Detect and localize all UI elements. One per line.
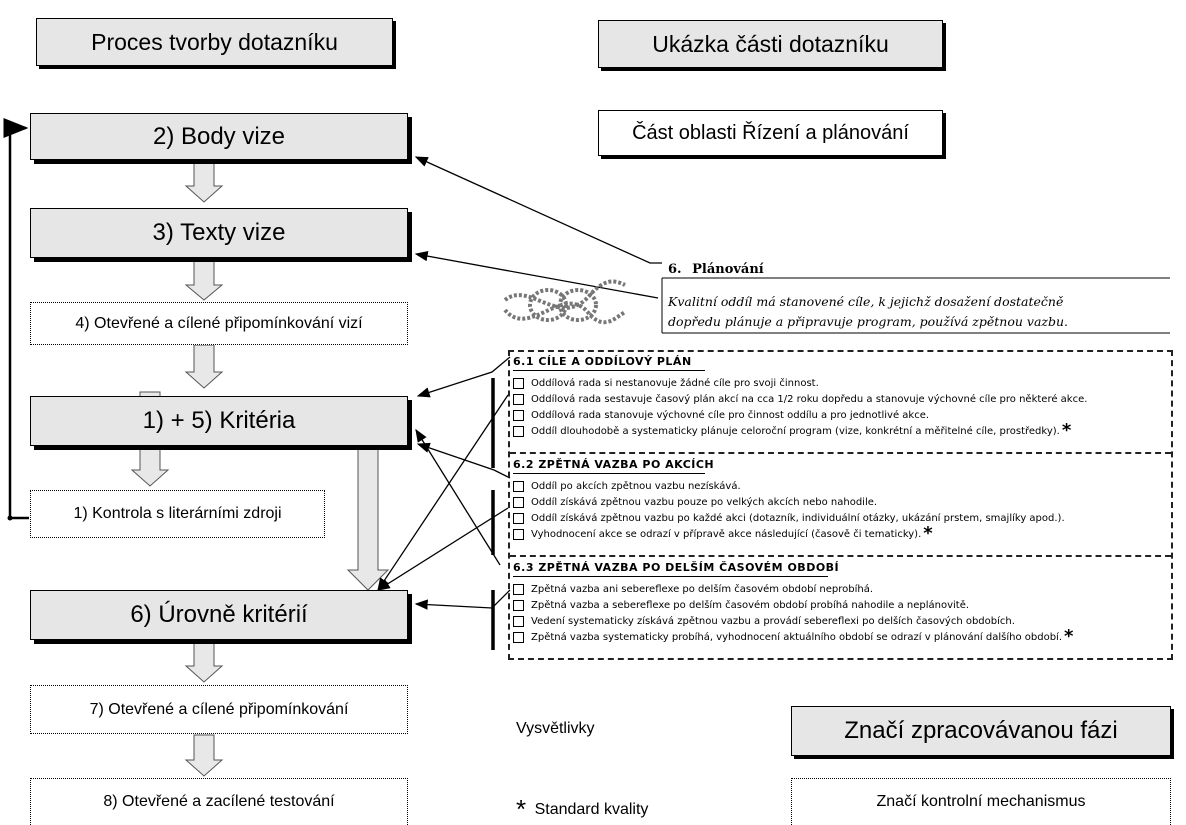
- section-intro: Kvalitní oddíl má stanovené cíle, k jeji…: [668, 292, 1068, 332]
- checkbox[interactable]: [513, 631, 524, 643]
- divider: [510, 555, 1171, 557]
- stage-texty-vize: 3) Texty vize: [30, 208, 408, 258]
- legend-star: * Standard kvality: [516, 790, 649, 824]
- checkbox-item[interactable]: Oddílová rada sestavuje časový plán akcí…: [513, 391, 1163, 407]
- left-header: Proces tvorby dotazníku: [36, 18, 393, 66]
- checkbox-item[interactable]: Oddíl dlouhodobě a systematicky plánuje …: [513, 420, 1163, 441]
- feedback-loop: [3, 118, 29, 521]
- quality-star-icon: *: [516, 794, 527, 824]
- stage-body-vize: 2) Body vize: [30, 113, 408, 160]
- cross-c: [415, 428, 501, 566]
- intro-line-1: Kvalitní oddíl má stanovené cíle, k jeji…: [668, 294, 1064, 309]
- block-arrow-1: [184, 159, 224, 203]
- cross-b: [376, 507, 509, 591]
- stage-urovne: 6) Úrovně kritérií: [30, 590, 408, 640]
- subsection-6-3: 6.3 ZPĚTNÁ VAZBA PO DELŠÍM ČASOVÉM OBDOB…: [513, 561, 1163, 647]
- checkbox[interactable]: [513, 480, 524, 492]
- divider: [510, 452, 1171, 454]
- block-arrow-6: [184, 639, 224, 683]
- knot-icon: [503, 279, 627, 325]
- checkbox-item[interactable]: Zpětná vazba ani sebereflexe po delším č…: [513, 581, 1163, 597]
- intro-line-2: dopředu plánuje a připravuje program, po…: [668, 314, 1069, 329]
- checkbox-item[interactable]: Oddíl získává zpětnou vazbu po každé akc…: [513, 510, 1163, 526]
- checkbox-item[interactable]: Vedení systematicky získává zpětnou vazb…: [513, 613, 1163, 629]
- checkbox[interactable]: [513, 583, 524, 595]
- stage-testovani: 8) Otevřené a zacílené testování: [30, 778, 408, 825]
- stage-pripominkovani-vizi: 4) Otevřené a cílené připomínkování vizí: [30, 302, 408, 345]
- pointer-body-vize: [414, 156, 662, 264]
- checkbox[interactable]: [513, 512, 524, 524]
- pointer-urovne: [414, 589, 511, 610]
- item-text: Vedení systematicky získává zpětnou vazb…: [531, 615, 1015, 627]
- checkbox-item[interactable]: Zpětná vazba a sebereflexe po delším čas…: [513, 597, 1163, 613]
- stage-pripominkovani: 7) Otevřené a cílené připomínkování: [30, 685, 408, 734]
- checkbox-item[interactable]: Vyhodnocení akce se odrazí v přípravě ak…: [513, 523, 1163, 544]
- block-arrow-3: [184, 344, 224, 389]
- block-arrow-7: [184, 734, 224, 777]
- subsection-6-1: 6.1 CÍLE A ODDÍLOVÝ PLÁN Oddílová rada s…: [513, 355, 1163, 441]
- checkbox[interactable]: [513, 377, 524, 389]
- questionnaire-frame: [508, 350, 1173, 660]
- section-title: Plánování: [692, 262, 764, 277]
- checkbox-item[interactable]: Oddílová rada stanovuje výchovné cíle pr…: [513, 407, 1163, 423]
- quality-star-icon: *: [1064, 626, 1074, 647]
- checkbox-item[interactable]: Oddíl získává zpětnou vazbu pouze po vel…: [513, 494, 1163, 510]
- item-text: Zpětná vazba systematicky probíhá, vyhod…: [531, 631, 1063, 643]
- checkbox[interactable]: [513, 409, 524, 421]
- item-text: Vyhodnocení akce se odrazí v přípravě ak…: [531, 528, 922, 540]
- item-text: Oddílová rada sestavuje časový plán akcí…: [531, 393, 1088, 405]
- pointer-kriteria: [416, 356, 511, 398]
- area-label: Část oblasti Řízení a plánování: [598, 110, 943, 156]
- checkbox[interactable]: [513, 496, 524, 508]
- pointer-texty-vize: [414, 250, 659, 299]
- checkbox-item[interactable]: Oddíl po akcích zpětnou vazbu nezískává.: [513, 478, 1163, 494]
- legend-title: Vysvětlivky: [516, 720, 595, 737]
- checkbox[interactable]: [513, 393, 524, 405]
- checkbox[interactable]: [513, 528, 524, 540]
- stage-kriteria: 1) + 5) Kritéria: [30, 396, 408, 446]
- item-text: Zpětná vazba a sebereflexe po delším čas…: [531, 599, 970, 611]
- item-text: Zpětná vazba ani sebereflexe po delším č…: [531, 583, 874, 595]
- legend-star-label: Standard kvality: [534, 801, 649, 818]
- checkbox-item[interactable]: Oddílová rada si nestanovuje žádné cíle …: [513, 375, 1163, 391]
- subsection-title: 6.1 CÍLE A ODDÍLOVÝ PLÁN: [513, 355, 705, 371]
- right-header: Ukázka části dotazníku: [598, 20, 943, 68]
- quality-star-icon: *: [1061, 420, 1072, 441]
- legend-processing: Značí zpracovávanou fázi: [791, 706, 1171, 756]
- item-text: Oddílová rada stanovuje výchovné cíle pr…: [531, 409, 930, 421]
- checkbox[interactable]: [513, 599, 524, 611]
- quality-star-icon: *: [923, 523, 933, 544]
- item-text: Oddíl získává zpětnou vazbu po každé akc…: [531, 512, 1065, 524]
- item-text: Oddílová rada si nestanovuje žádné cíle …: [531, 377, 819, 389]
- item-text: Oddíl získává zpětnou vazbu pouze po vel…: [531, 496, 878, 508]
- subsection-6-2: 6.2 ZPĚTNÁ VAZBA PO AKCÍCH Oddíl po akcí…: [513, 458, 1163, 544]
- section-number: 6.: [668, 262, 682, 277]
- item-text: Oddíl po akcích zpětnou vazbu nezískává.: [531, 480, 741, 492]
- item-text: Oddíl dlouhodobě a systematicky plánuje …: [531, 425, 1060, 437]
- stage-kontrola: 1) Kontrola s literárními zdroji: [30, 490, 325, 538]
- pointer-kriteria-2: [416, 442, 511, 479]
- cross-a: [377, 394, 509, 592]
- legend-control: Značí kontrolní mechanismus: [791, 778, 1171, 825]
- checkbox-item[interactable]: Zpětná vazba systematicky probíhá, vyhod…: [513, 626, 1163, 647]
- block-arrow-2: [184, 257, 224, 301]
- checkbox[interactable]: [513, 425, 524, 437]
- subsection-title: 6.2 ZPĚTNÁ VAZBA PO AKCÍCH: [513, 458, 714, 474]
- section-heading: 6. Plánování: [668, 262, 764, 277]
- subsection-title: 6.3 ZPĚTNÁ VAZBA PO DELŠÍM ČASOVÉM OBDOB…: [513, 561, 839, 577]
- checkbox[interactable]: [513, 615, 524, 627]
